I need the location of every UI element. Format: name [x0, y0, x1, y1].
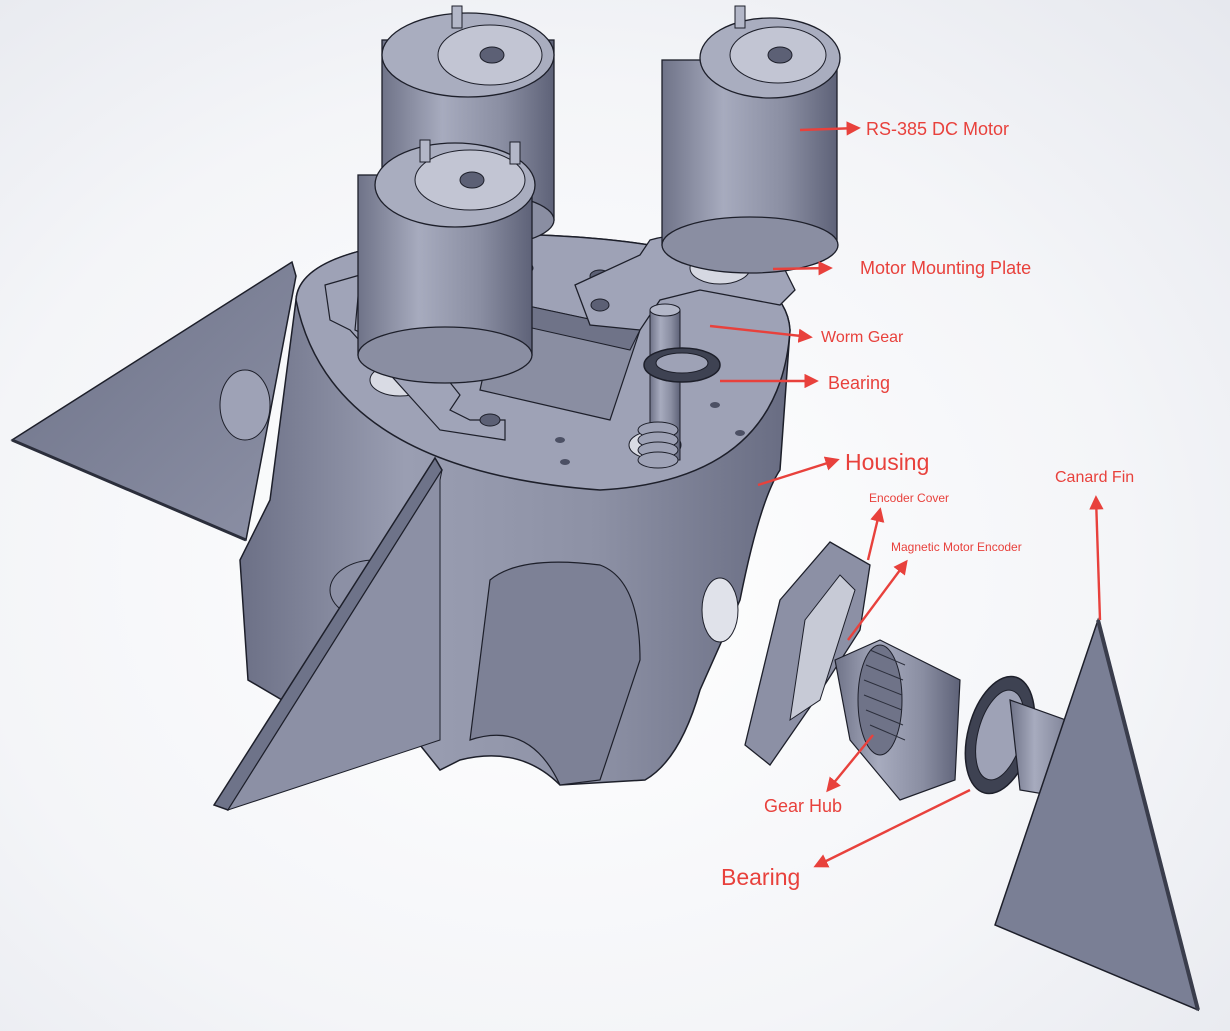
arrow-gear-hub — [826, 734, 874, 793]
canard-fin — [994, 617, 1200, 1012]
arrow-worm — [709, 324, 813, 343]
arrow-plate — [772, 261, 833, 276]
label-bearing-bottom: Bearing — [721, 864, 801, 890]
label-canard-fin: Canard Fin — [1055, 469, 1135, 486]
annotation-arrows — [709, 121, 1104, 868]
front-fin — [212, 456, 443, 811]
label-motor-mounting-plate: Motor Mounting Plate — [860, 258, 1032, 278]
arrow-bearing-bottom — [813, 788, 971, 868]
arrow-housing — [757, 456, 840, 487]
motor-front-left — [357, 139, 536, 384]
arrow-canard — [1089, 495, 1104, 621]
left-fin — [10, 260, 297, 542]
gear-hub — [834, 639, 961, 801]
label-rs385-motor: RS-385 DC Motor — [866, 119, 1010, 139]
label-bearing-top: Bearing — [828, 373, 891, 393]
label-worm-gear: Worm Gear — [821, 329, 904, 346]
label-housing: Housing — [845, 449, 930, 475]
arrow-encoder — [847, 559, 908, 641]
label-magnetic-motor-encoder: Magnetic Motor Encoder — [891, 540, 1022, 554]
label-gear-hub: Gear Hub — [764, 796, 843, 816]
worm-gear-shaft — [637, 303, 721, 469]
label-encoder-cover: Encoder Cover — [869, 491, 950, 505]
arrow-motor — [799, 121, 861, 136]
left-mounting-bracket — [324, 274, 506, 441]
arrow-encoder-cover — [866, 507, 885, 561]
motor-right — [661, 5, 841, 274]
